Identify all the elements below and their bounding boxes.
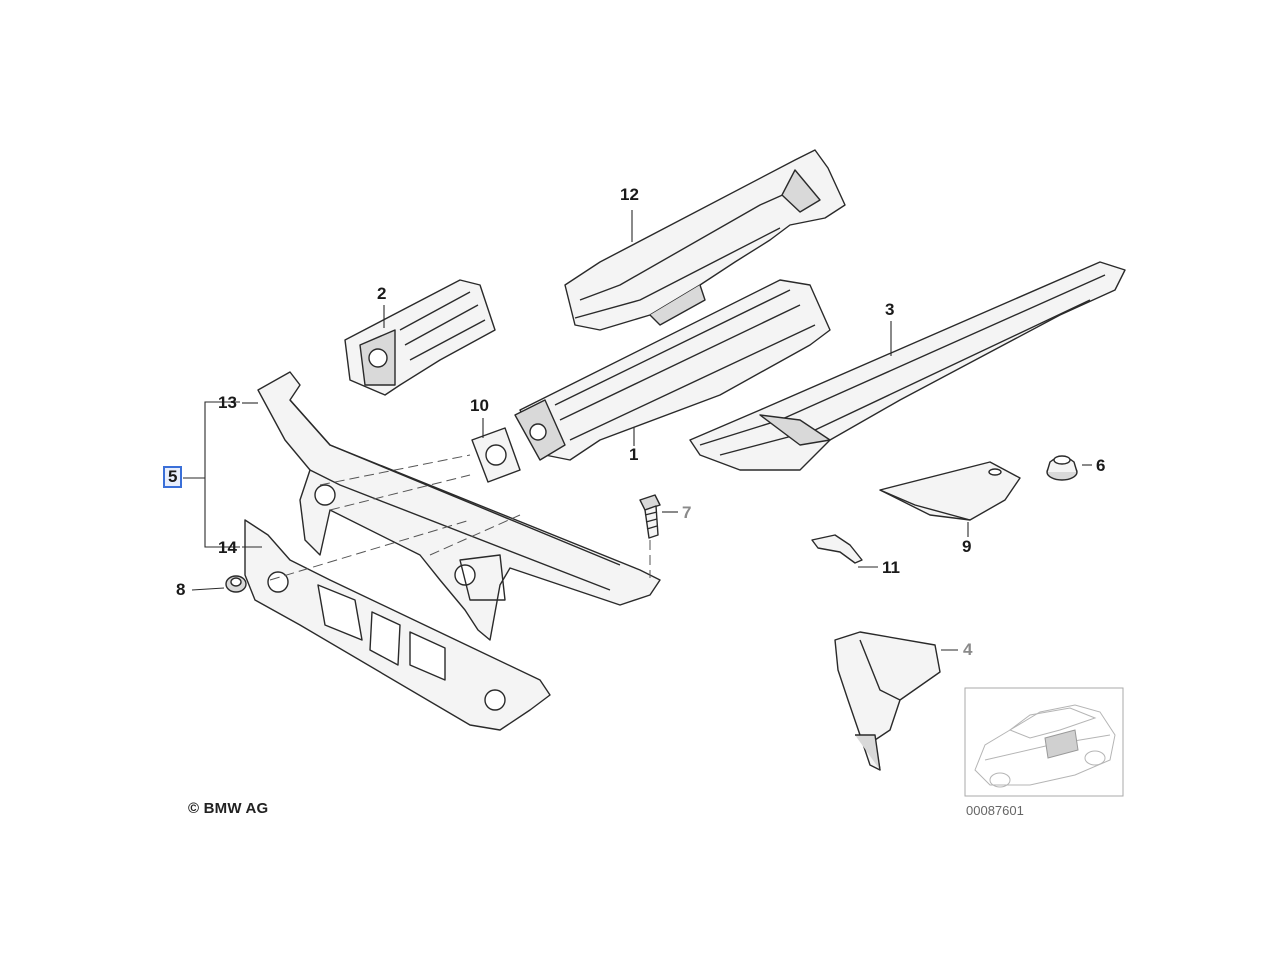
callout-1[interactable]: 1: [629, 445, 639, 464]
part-2-bracket: [344, 279, 496, 396]
part-7-bolt: [639, 494, 661, 539]
part-9-plate: [879, 461, 1021, 521]
callout-10[interactable]: 10: [470, 396, 489, 415]
callout-7[interactable]: 7: [682, 503, 692, 522]
part-1-member: [514, 279, 831, 461]
copyright-label: © BMW AG: [188, 800, 269, 817]
part-8-grommet: [225, 575, 247, 593]
callout-8[interactable]: 8: [176, 580, 186, 599]
part-11-bracket: [811, 534, 863, 564]
callout-6[interactable]: 6: [1096, 456, 1106, 475]
callout-5[interactable]: 5: [163, 466, 183, 488]
callout-2[interactable]: 2: [377, 284, 387, 303]
callout-13[interactable]: 13: [218, 393, 237, 412]
part-6-grommet: [1046, 455, 1078, 481]
part-4-bracket: [834, 631, 941, 771]
part-13-carrier: [257, 371, 661, 641]
callout-4[interactable]: 4: [963, 640, 973, 659]
part-10-plate: [471, 427, 521, 483]
callout-9[interactable]: 9: [962, 537, 972, 556]
vehicle-thumbnail: [964, 687, 1124, 797]
part-12-member: [564, 149, 846, 331]
callout-11[interactable]: 11: [882, 558, 900, 577]
callout-12[interactable]: 12: [620, 185, 639, 204]
part-3-member: [689, 261, 1126, 471]
part-14-panel: [244, 519, 551, 731]
callout-3[interactable]: 3: [885, 300, 895, 319]
diagram-number: 00087601: [966, 803, 1024, 818]
callout-14[interactable]: 14: [218, 538, 237, 557]
